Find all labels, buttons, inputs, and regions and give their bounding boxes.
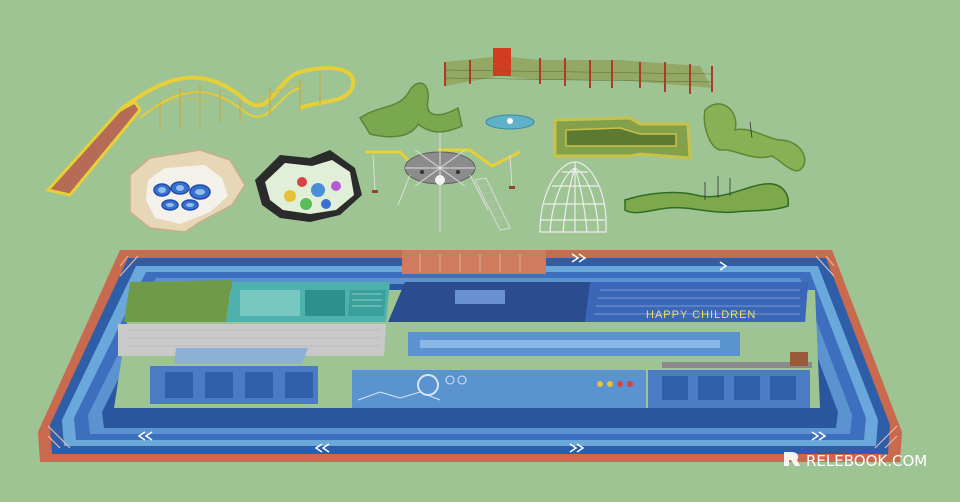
bottom-left-court bbox=[150, 348, 318, 404]
rope-slide-structure bbox=[45, 66, 356, 197]
blue-strip bbox=[408, 332, 740, 356]
grass-teal-court bbox=[118, 280, 390, 356]
sand-pit bbox=[129, 149, 246, 233]
green-net-climber bbox=[624, 103, 806, 214]
bottom-center-court bbox=[352, 370, 646, 408]
wire-dome bbox=[539, 161, 607, 233]
spinner-structure bbox=[365, 119, 521, 232]
green-net-frame bbox=[553, 116, 692, 160]
green-net-wave bbox=[358, 82, 535, 138]
relebook-logo-icon bbox=[784, 452, 800, 466]
watermark-text: RELEBOOK.COM bbox=[806, 452, 927, 470]
bottom-right-court bbox=[648, 352, 812, 408]
color-pit bbox=[255, 150, 362, 222]
happy-children-text: HAPPY CHILDREN bbox=[646, 309, 756, 321]
red-tunnel-net bbox=[444, 48, 713, 94]
happy-children-court: HAPPY CHILDREN bbox=[388, 282, 808, 322]
relebook-watermark: RELEBOOK.COM bbox=[784, 452, 927, 470]
